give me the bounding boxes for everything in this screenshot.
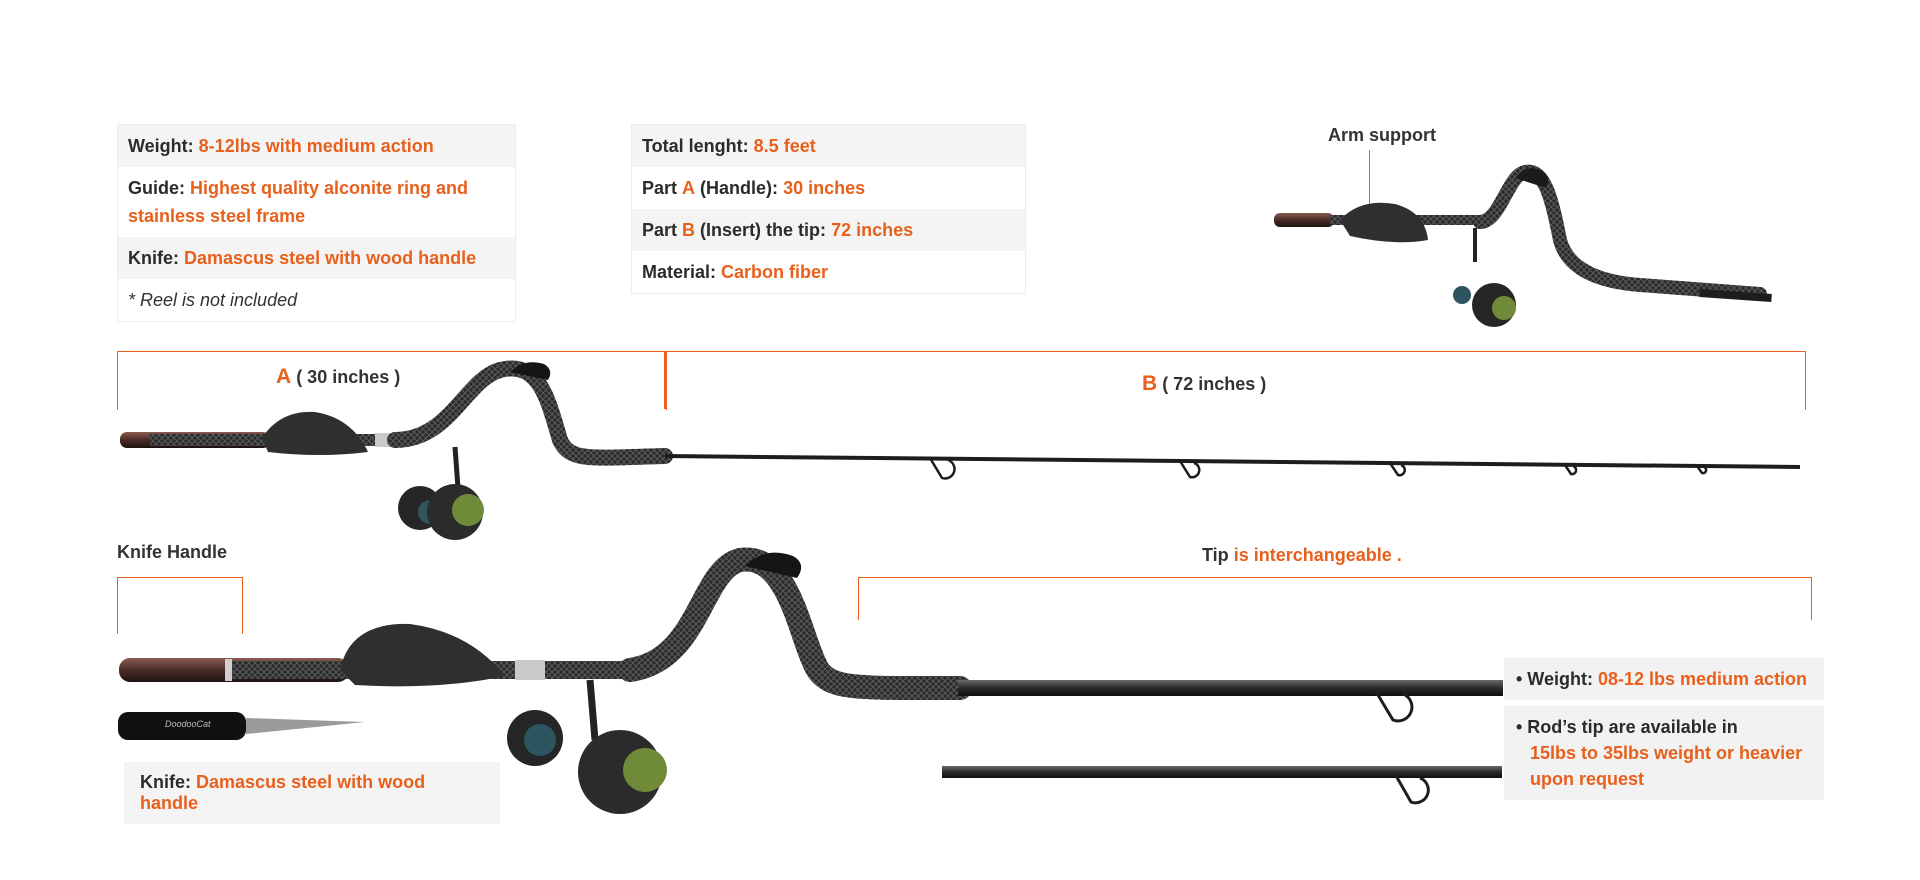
rod-full-arm-support <box>262 411 368 455</box>
bracket-ab-divider <box>664 351 666 409</box>
measure-a-label: A ( 30 inches ) <box>276 365 401 388</box>
measure-b-label: B ( 72 inches ) <box>1142 372 1267 395</box>
rod-closeup-collar <box>515 660 545 680</box>
rod-small-handle <box>1274 213 1334 227</box>
rod-full-guides <box>928 457 1708 480</box>
knife-blade <box>246 718 365 734</box>
rod-full-blank <box>664 454 1801 469</box>
arm-support-label: Arm support <box>1328 125 1436 145</box>
rod-closeup-guide-2 <box>1393 773 1430 805</box>
spec-table-middle: Total lenght: 8.5 feet Part A (Handle): … <box>631 124 1026 294</box>
rod-closeup-snake-bend <box>618 547 972 701</box>
spec-row-knife: Knife: Damascus steel with wood handle <box>118 237 515 279</box>
side-info-tip: • Rod’s tip are available in 15lbs to 35… <box>1504 706 1824 800</box>
rod-closeup-snake-head <box>745 552 802 578</box>
knife-logo: DoodooCat <box>165 719 211 729</box>
spec-row-guide: Guide: Highest quality alconite ring and… <box>128 178 469 226</box>
knife-handle-label: Knife Handle <box>117 542 228 562</box>
rod-small-tip <box>1699 289 1772 303</box>
spec-note-reel: * Reel is not included <box>128 290 298 310</box>
rod-small-arm-support <box>1340 202 1428 243</box>
side-info-weight: • Weight: 08-12 lbs medium action <box>1504 658 1824 700</box>
rod-full-snake-bend <box>387 360 673 466</box>
spec-row-part-b: Part B (Insert) the tip: 72 inches <box>632 209 1025 251</box>
knife-image <box>118 712 365 740</box>
spec-row-weight: Weight: 8-12lbs with medium action <box>118 125 515 167</box>
tip-label: Tip is interchangeable . <box>1202 545 1402 565</box>
tip-bracket <box>858 577 1812 620</box>
knife-handle-part <box>118 712 246 740</box>
rod-full-snake-head <box>510 362 551 380</box>
rod-closeup-arm-support <box>340 623 505 687</box>
bracket-a <box>117 351 667 410</box>
knife-handle-bracket <box>117 577 243 634</box>
spec-row-total-length: Total lenght: 8.5 feet <box>632 125 1025 167</box>
rod-closeup-reel <box>507 679 667 814</box>
spec-row-material: Material: Carbon fiber <box>642 262 829 282</box>
rod-closeup-ring <box>225 659 232 681</box>
rod-closeup-spare-tip <box>942 766 1502 778</box>
rod-small-snake-bend <box>1473 164 1767 301</box>
rod-small-snake-head <box>1515 168 1548 188</box>
rod-small-reel <box>1453 228 1516 327</box>
spec-table-left: Weight: 8-12lbs with medium action Guide… <box>117 124 516 322</box>
rod-closeup-tip-section <box>958 680 1503 696</box>
rod-closeup-guide-1 <box>1373 689 1414 723</box>
arm-support-pointer <box>1369 150 1370 204</box>
spec-row-part-a: Part A (Handle): 30 inches <box>642 178 866 198</box>
rod-closeup-view <box>119 547 1503 814</box>
rod-full-view <box>120 360 1801 540</box>
rod-small-view <box>1274 164 1772 327</box>
bracket-b <box>665 351 1806 410</box>
rod-full-reel <box>398 446 484 540</box>
knife-info-box: Knife: Damascus steel with wood handle <box>124 762 500 824</box>
